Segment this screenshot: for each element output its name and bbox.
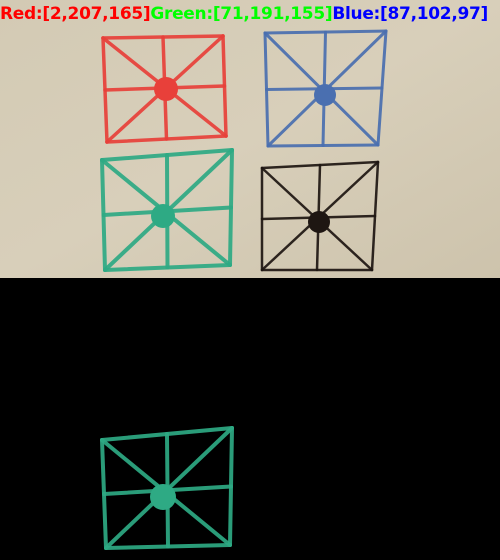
color-readout: Red:[2,207,165] Green:[71,191,155] Blue:… — [0, 2, 488, 26]
blue-drawing — [263, 29, 388, 148]
black-drawing — [260, 160, 380, 272]
drawings-layer — [100, 29, 388, 550]
blue-readout: Blue:[87,102,97] — [332, 4, 488, 24]
green-readout: Green:[71,191,155] — [150, 4, 333, 24]
red-drawing — [101, 34, 228, 144]
mask-background — [0, 278, 500, 560]
mask-green-drawing-center-dot — [150, 484, 176, 510]
blue-drawing-center-dot — [314, 84, 336, 106]
red-drawing-center-dot — [154, 77, 178, 101]
photo-panel — [0, 0, 500, 278]
black-drawing-center-dot — [308, 211, 330, 233]
mask-green-drawing — [100, 426, 234, 550]
green-drawing-center-dot — [151, 204, 175, 228]
mask-panel — [0, 278, 500, 560]
red-readout: Red:[2,207,165] — [0, 4, 151, 24]
paper-background — [0, 0, 500, 278]
green-drawing — [100, 148, 234, 272]
